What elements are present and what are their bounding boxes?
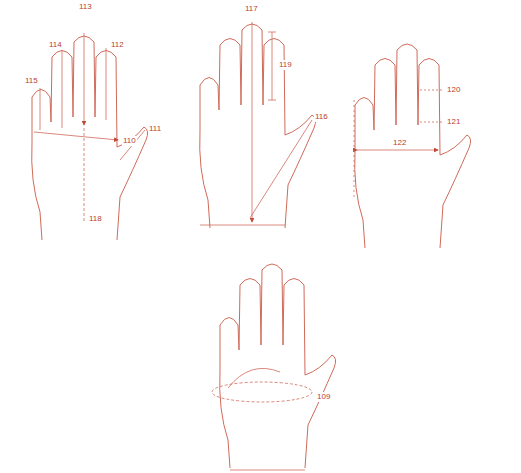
- callout-number: 120: [446, 85, 461, 95]
- callout-number: 114: [48, 40, 63, 50]
- callout-number: 117: [244, 4, 259, 14]
- callout-number: 113: [78, 2, 93, 12]
- callout-number: 112: [110, 40, 125, 50]
- callout-number: 111: [148, 124, 162, 134]
- callout-number: 122: [392, 138, 407, 148]
- callout-number: 115: [24, 76, 39, 86]
- callout-number: 119: [278, 60, 293, 70]
- callout-number: 110: [122, 136, 137, 146]
- callout-number: 118: [88, 214, 103, 224]
- callout-number: 109: [316, 392, 331, 402]
- callout-number: 121: [446, 117, 461, 127]
- callout-number: 116: [314, 112, 329, 122]
